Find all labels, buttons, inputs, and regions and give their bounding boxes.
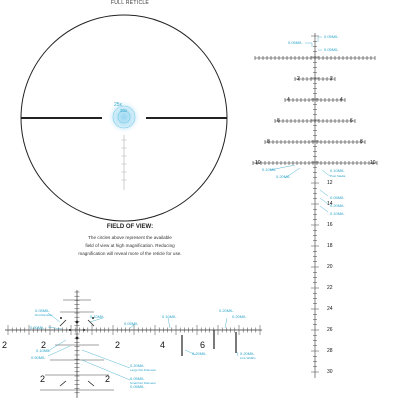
right-annotation: 0.10MIL — [330, 168, 345, 173]
bottom-annotation: 0.05MIL — [130, 384, 145, 389]
right-v-number: 26 — [327, 327, 333, 333]
right-annotation: 0.05MIL — [324, 34, 339, 39]
bottom-annotation: 0.20MIL — [240, 351, 255, 356]
bottom-number: 2 — [105, 374, 110, 384]
bottom-annotation-leaders — [47, 312, 239, 381]
right-annotation-sub: Post Stadia — [330, 174, 346, 178]
fov-description-line: field of view at high magnification. Red… — [85, 243, 175, 248]
bottom-number: 6 — [200, 340, 205, 350]
right-annotation: 0.05MIL — [288, 40, 303, 45]
right-annotation: 0.10MIL — [330, 211, 345, 216]
ring-label-25x: 25x — [114, 102, 123, 108]
right-v-number: 30 — [327, 369, 333, 375]
bottom-annotation-sub: Small Dot Diameter — [130, 381, 156, 385]
fov-heading: FIELD OF VIEW: — [106, 224, 154, 230]
fov-description-line: The circles above represent the availabl… — [88, 235, 172, 240]
magnification-ring-inner — [117, 110, 131, 124]
right-h-number: 2 — [330, 76, 333, 82]
right-annotation: 0.05MIL — [330, 195, 345, 200]
right-annotation: 0.10MIL — [262, 167, 277, 172]
right-reticle-vertical-ticks — [311, 35, 319, 373]
right-h-number: 8 — [267, 139, 270, 145]
right-v-number: 18 — [327, 243, 333, 249]
right-h-number: 6 — [277, 118, 280, 124]
bottom-annotation: 0.05MIL — [35, 308, 50, 313]
right-annotation: 0.20MIL — [276, 174, 291, 179]
right-h-number: 10 — [370, 160, 376, 166]
bottom-number: 2 — [115, 340, 120, 350]
right-v-number: 22 — [327, 285, 333, 291]
right-h-number: 2 — [297, 76, 300, 82]
bottom-reticle-ticks — [7, 291, 261, 394]
bottom-annotation: 0.20MIL — [232, 314, 247, 319]
center-vertical-ticks — [121, 139, 127, 181]
bottom-tree-rows — [40, 299, 114, 391]
right-h-number: 4 — [340, 97, 343, 103]
right-reticle-horizontal-rows — [252, 56, 378, 165]
bottom-annotation-sub: Line Widths — [240, 356, 256, 360]
bottom-annotation: 0.05MIL — [130, 376, 145, 381]
right-annotation: 0.05MIL — [324, 47, 339, 52]
right-v-number: 24 — [327, 306, 333, 312]
right-v-number: 12 — [327, 180, 333, 186]
reticle-title: FULL RETICLE — [110, 0, 150, 6]
ring-label-30x: 30x — [120, 108, 128, 113]
right-h-number: 8 — [360, 139, 363, 145]
bottom-number: 2 — [41, 340, 46, 350]
bottom-number: 2 — [40, 374, 45, 384]
right-h-number: 6 — [350, 118, 353, 124]
bottom-annotation: 0.20MIL — [192, 351, 207, 356]
bottom-annotation: 0.20MIL — [130, 363, 145, 368]
bottom-annotation: 0.50MIL — [30, 325, 45, 330]
right-h-number: 4 — [287, 97, 290, 103]
bottom-annotation-sub: Large Dot Diameter — [130, 368, 156, 372]
fov-description-line: magnification will reveal more of the re… — [78, 251, 182, 256]
magnification-ring-outer — [112, 105, 136, 129]
bottom-annotation: 0.20MIL — [219, 308, 234, 313]
bottom-annotation: 0.10MIL — [36, 348, 51, 353]
bottom-hold-marks — [181, 330, 237, 356]
right-h-number: 10 — [255, 160, 261, 166]
bottom-number: 2 — [2, 340, 7, 350]
bottom-annotation: 0.10MIL — [90, 314, 105, 319]
bottom-annotation: 0.50MIL — [31, 355, 46, 360]
right-v-number: 20 — [327, 264, 333, 270]
right-v-number: 14 — [327, 201, 333, 207]
right-v-number: 28 — [327, 348, 333, 354]
magnification-glow — [107, 100, 141, 134]
bottom-annotation-sub: Dot Diameter — [35, 313, 53, 317]
bottom-annotation: 0.05MIL — [124, 321, 139, 326]
bottom-chevrons — [59, 319, 95, 387]
bottom-dots — [60, 317, 94, 340]
right-v-number: 16 — [327, 222, 333, 228]
bottom-number: 4 — [160, 340, 165, 350]
bottom-annotation: 0.10MIL — [162, 314, 177, 319]
right-annotation-leaders — [269, 36, 331, 213]
right-annotation: 0.20MIL — [330, 203, 345, 208]
